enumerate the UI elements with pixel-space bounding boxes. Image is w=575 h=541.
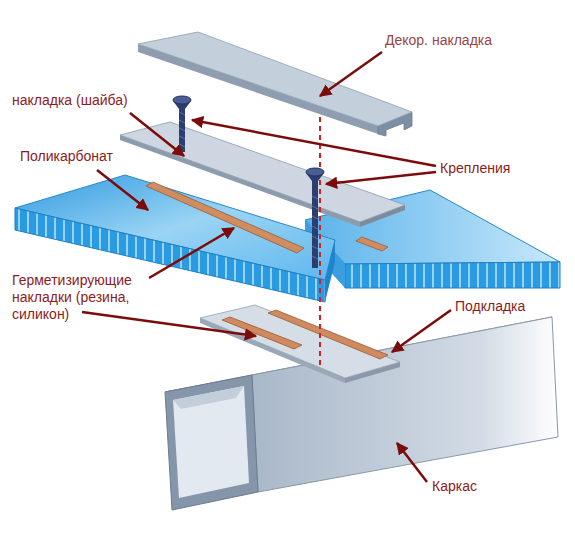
part-label: Подкладка	[455, 298, 525, 315]
screw-left	[173, 96, 191, 152]
part-label: Декор. накладка	[385, 32, 492, 49]
axis-line	[319, 108, 321, 366]
screw-right	[306, 168, 324, 268]
part-label: Поликарбонат	[20, 148, 113, 165]
base-plate	[200, 305, 400, 383]
part-label: Герметизирующие накладки (резина, силико…	[12, 272, 172, 323]
leader-arrows	[82, 52, 451, 482]
part-label: Крепления	[440, 160, 510, 177]
part-label: Каркас	[432, 478, 477, 495]
decorative-cap	[138, 32, 412, 136]
part-label: накладка (шайба)	[12, 92, 128, 109]
